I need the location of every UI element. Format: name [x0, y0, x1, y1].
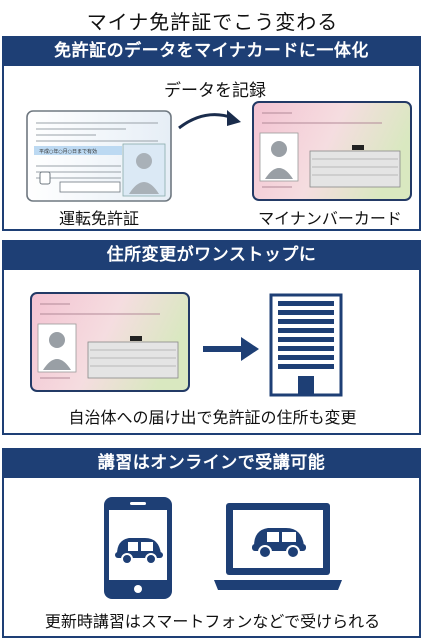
car-icon: [115, 538, 163, 565]
license-card: [26, 110, 172, 202]
building-icon: [269, 293, 343, 397]
smartphone-icon: [104, 497, 172, 599]
page-title: マイナ免許証でこう変わる: [86, 10, 339, 34]
section-2-heading: 住所変更がワンストップに: [2, 240, 421, 270]
car-icon: [252, 528, 306, 559]
arrow-label: データを記録: [164, 81, 266, 101]
mynumber-caption: マイナンバーカード: [258, 209, 402, 228]
arrow-icon: [178, 110, 241, 130]
arrow-icon: [203, 337, 259, 361]
laptop-icon: [214, 503, 342, 590]
section-3-caption: 更新時講習はスマートフォンなどで受けられる: [44, 612, 381, 631]
section-3-heading: 講習はオンラインで受講可能: [2, 448, 421, 478]
section-2-caption: 自治体への届け出で免許証の住所も変更: [68, 408, 357, 427]
mynumber-card-2: [30, 292, 190, 392]
license-validity-text: 平成○年○月○日まで有効: [38, 149, 98, 155]
license-caption: 運転免許証: [58, 209, 139, 228]
section-1-heading: 免許証のデータをマイナカードに一体化: [2, 36, 421, 66]
mynumber-card: [252, 101, 412, 201]
